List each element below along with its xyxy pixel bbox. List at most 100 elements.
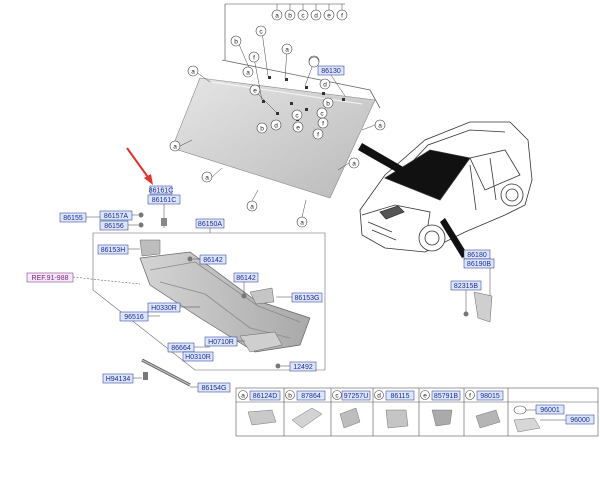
part-label-82315B: 82315B bbox=[450, 280, 493, 323]
svg-text:86180: 86180 bbox=[467, 252, 487, 259]
callout-a-top: a bbox=[271, 9, 283, 21]
svg-text:86156: 86156 bbox=[104, 223, 124, 230]
svg-text:f: f bbox=[317, 131, 319, 138]
svg-text:86161C: 86161C bbox=[152, 197, 177, 204]
svg-text:98015: 98015 bbox=[480, 393, 500, 400]
svg-text:a: a bbox=[246, 69, 250, 76]
svg-text:87864: 87864 bbox=[301, 393, 321, 400]
svg-text:b: b bbox=[326, 100, 330, 107]
callout-f-2: f bbox=[317, 117, 329, 129]
part-label-12492: 12492 bbox=[275, 361, 317, 372]
part-label-86150A: 86150A bbox=[195, 218, 225, 233]
callout-e-2: e bbox=[292, 121, 304, 133]
svg-text:H0710R: H0710R bbox=[208, 339, 234, 346]
cowl-side-cover-right bbox=[249, 287, 275, 305]
part-label-H94134: H94134 bbox=[102, 372, 148, 384]
part-label-86154G: 86154G bbox=[190, 382, 231, 393]
svg-text:96516: 96516 bbox=[124, 314, 144, 321]
svg-text:86155: 86155 bbox=[63, 215, 83, 222]
legend-cell-extra: 96001 96000 bbox=[513, 404, 595, 433]
part-label-86130: 86130 bbox=[308, 56, 346, 97]
part-label-H0710R: H0710R bbox=[204, 336, 245, 347]
svg-text:H94134: H94134 bbox=[106, 376, 131, 383]
glass-callout-circles: b c a a a f a e d b c f f b d e c a a a … bbox=[169, 25, 386, 228]
windshield-molding bbox=[221, 59, 381, 109]
part-label-96516: 96516 bbox=[119, 311, 160, 322]
cowl-assembly-box bbox=[92, 232, 326, 371]
svg-text:96000: 96000 bbox=[570, 417, 590, 424]
svg-text:82315B: 82315B bbox=[454, 283, 478, 290]
svg-text:f: f bbox=[469, 392, 471, 399]
svg-text:d: d bbox=[274, 122, 278, 129]
svg-text:a: a bbox=[275, 12, 279, 19]
callout-f-top: f bbox=[336, 9, 348, 21]
svg-text:85791B: 85791B bbox=[434, 393, 458, 400]
callout-a-5: a bbox=[169, 140, 181, 152]
callout-a-6: a bbox=[201, 171, 213, 183]
callout-a-1: a bbox=[281, 43, 293, 55]
cowl-panel bbox=[139, 239, 311, 353]
svg-text:a: a bbox=[250, 203, 254, 210]
legend-cell-a: a 86124D bbox=[238, 390, 281, 426]
svg-text:86115: 86115 bbox=[391, 393, 410, 400]
svg-text:86142: 86142 bbox=[236, 275, 256, 282]
vehicle-illustration bbox=[359, 121, 533, 253]
svg-text:a: a bbox=[352, 160, 356, 167]
svg-text:a: a bbox=[191, 68, 195, 75]
callout-e-1: e bbox=[249, 84, 261, 96]
svg-text:c: c bbox=[320, 110, 324, 117]
cowl-side-cover-left bbox=[139, 239, 161, 257]
svg-text:d: d bbox=[314, 12, 318, 19]
svg-text:86153H: 86153H bbox=[101, 247, 126, 254]
svg-text:f: f bbox=[341, 12, 343, 19]
svg-text:H0330R: H0330R bbox=[151, 305, 177, 312]
svg-text:86153G: 86153G bbox=[295, 295, 320, 302]
svg-text:86154G: 86154G bbox=[202, 385, 227, 392]
svg-text:f: f bbox=[322, 120, 324, 127]
part-label-86161C: 86161C 86161C bbox=[147, 185, 181, 228]
svg-text:c: c bbox=[259, 28, 263, 35]
svg-text:e: e bbox=[327, 12, 331, 19]
callout-a-4: a bbox=[242, 66, 254, 78]
svg-text:a: a bbox=[378, 122, 382, 129]
callout-b-top: b bbox=[284, 9, 296, 21]
callout-c-2: c bbox=[316, 107, 328, 119]
part-label-86142-b: 86142 bbox=[233, 272, 259, 299]
part-label-86153G: 86153G bbox=[276, 292, 323, 303]
callout-d-top: d bbox=[310, 9, 322, 21]
callout-e-top: e bbox=[323, 9, 335, 21]
legend-cell-c: c 97257U bbox=[332, 390, 371, 429]
top-callout-bracket bbox=[224, 3, 270, 60]
part-label-86157A: 86157A bbox=[99, 210, 144, 221]
svg-text:d: d bbox=[377, 392, 381, 399]
svg-text:REF.91-988: REF.91-988 bbox=[32, 275, 69, 282]
part-label-86156: 86156 bbox=[99, 220, 144, 231]
svg-text:a: a bbox=[300, 219, 304, 226]
svg-text:86161C: 86161C bbox=[149, 188, 174, 195]
legend-cell-b: b 87864 bbox=[285, 390, 326, 429]
svg-text:b: b bbox=[288, 392, 292, 399]
callout-a-3: a bbox=[187, 65, 199, 77]
callout-c-top: c bbox=[297, 9, 309, 21]
callout-c-1: c bbox=[255, 25, 267, 37]
svg-text:86130: 86130 bbox=[321, 68, 341, 75]
part-label-86190B: 86190B bbox=[463, 258, 495, 300]
part-label-86142-a: 86142 bbox=[187, 254, 227, 265]
callout-b-1: b bbox=[230, 35, 242, 47]
legend-cell-e: e 85791B bbox=[420, 390, 461, 427]
svg-text:86150A: 86150A bbox=[198, 221, 222, 228]
callout-d-1: d bbox=[319, 78, 331, 90]
callout-a-8: a bbox=[296, 216, 308, 228]
callout-h-1: b bbox=[256, 122, 268, 134]
svg-text:86664: 86664 bbox=[171, 345, 191, 352]
svg-text:a: a bbox=[241, 392, 245, 399]
svg-text:c: c bbox=[295, 112, 299, 119]
windshield-glass bbox=[171, 59, 381, 199]
legend-cell-f: f 98015 bbox=[465, 390, 504, 429]
svg-text:e: e bbox=[423, 392, 427, 399]
part-label-86155: 86155 bbox=[59, 212, 100, 223]
leader-bars bbox=[358, 143, 468, 258]
callout-d-2: d bbox=[270, 119, 282, 131]
lower-weatherstrip bbox=[141, 358, 191, 387]
